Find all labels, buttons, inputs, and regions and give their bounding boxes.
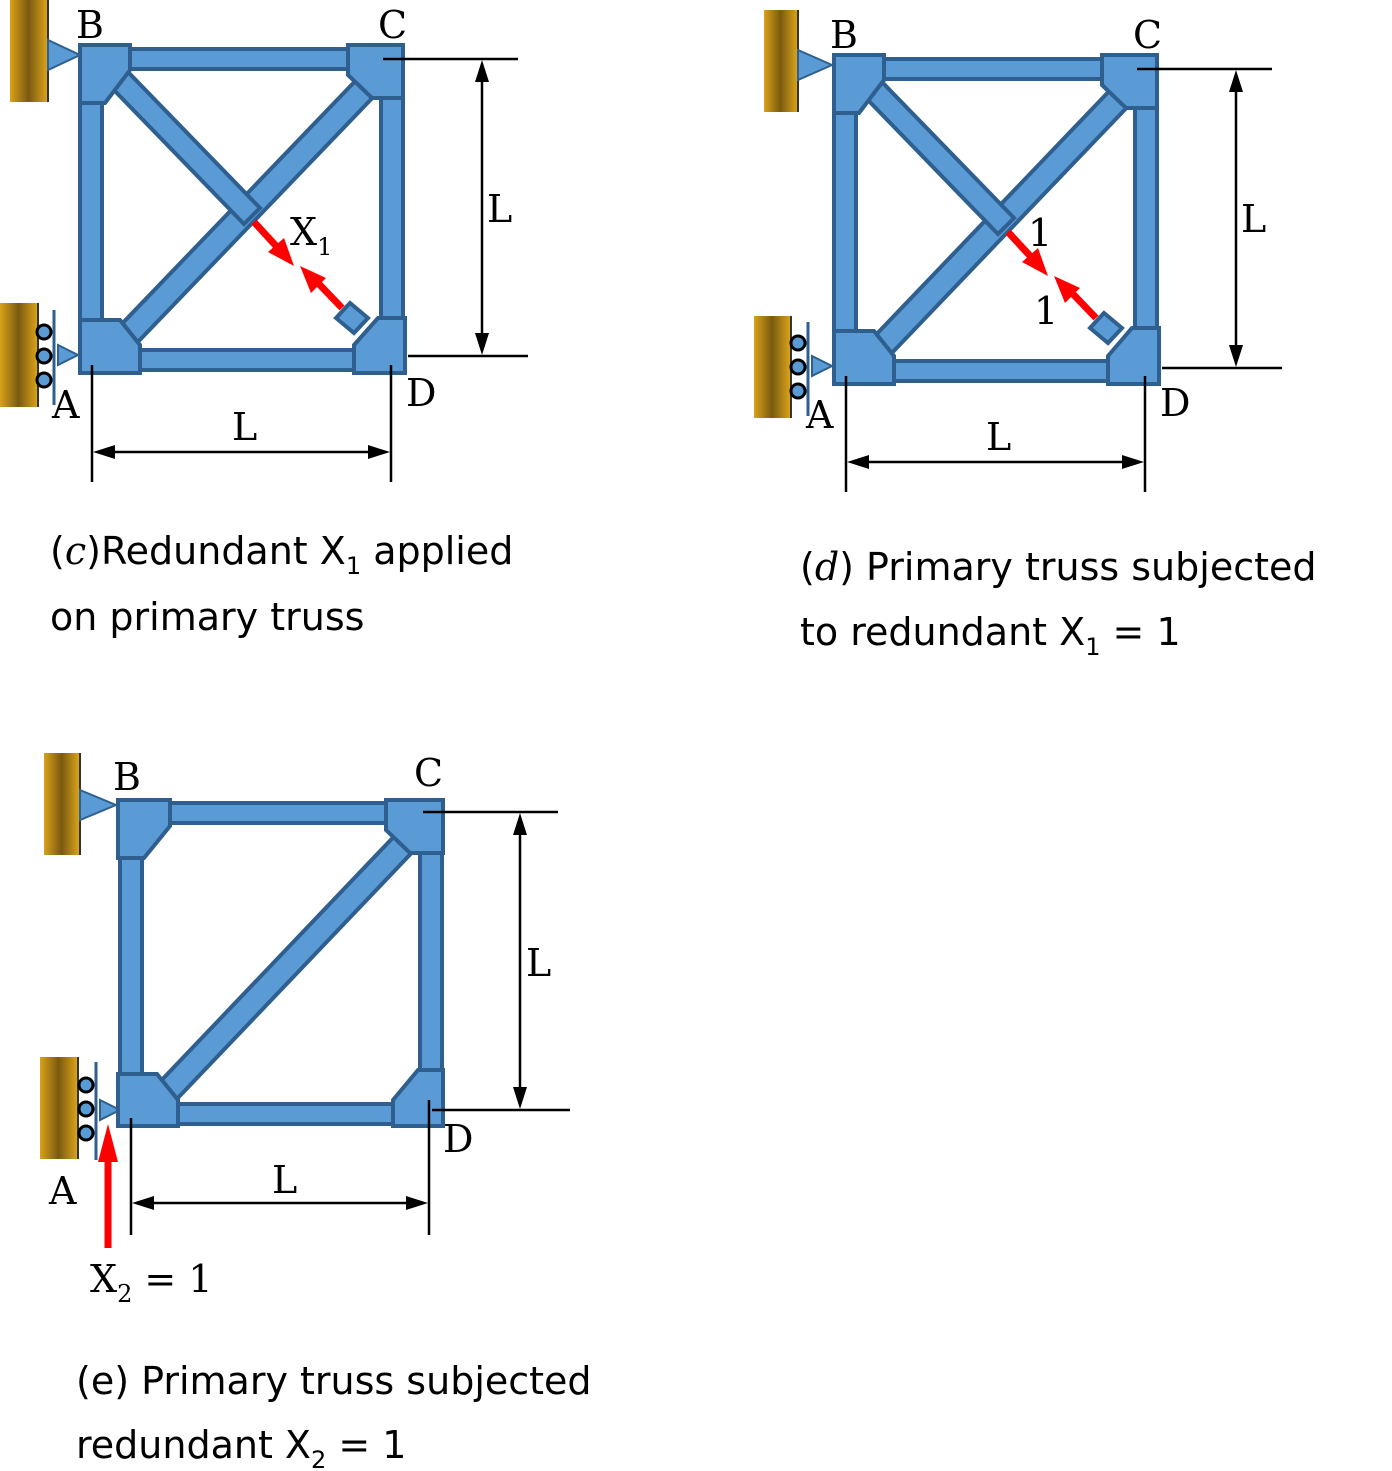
- caption-e-line2: redundant X2 = 1: [76, 1423, 406, 1471]
- node-label-c-d: C: [1133, 13, 1162, 57]
- roller-support-a-d: [754, 316, 835, 418]
- node-label-a-e: A: [48, 1169, 77, 1213]
- force-arrows-x1-c: [251, 219, 345, 311]
- node-label-b: B: [76, 3, 104, 47]
- node-label-a-d: A: [805, 393, 834, 437]
- caption-c-line2: on primary truss: [50, 595, 364, 639]
- force-arrow-x2-e: [98, 1124, 118, 1248]
- panel-e: X2 = 1 L L B C A D (e) Primary truss sub…: [40, 751, 592, 1471]
- node-label-a: A: [51, 383, 80, 427]
- panel-d: 1 1 L L B C A D (d) Primary truss subjec…: [754, 10, 1317, 661]
- node-label-d-d: D: [1160, 381, 1190, 425]
- gusset-plates-c: [78, 43, 407, 375]
- node-label-d-e: D: [443, 1117, 473, 1161]
- force-label-bottom-d: 1: [1034, 289, 1058, 333]
- dimension-horizontal-e: [129, 1100, 431, 1235]
- pin-support-b: [10, 0, 83, 102]
- label-l-vertical-c: L: [487, 187, 512, 231]
- pin-support-b-d: [764, 10, 835, 112]
- roller-support-a-e: [40, 1057, 123, 1160]
- force-label-x2: X2 = 1: [90, 1257, 213, 1308]
- node-label-d: D: [406, 371, 436, 415]
- truss-members-c: [78, 47, 405, 372]
- node-label-b-d: B: [830, 13, 858, 57]
- dimension-horizontal-c: [90, 365, 393, 482]
- dimension-vertical-e: [423, 810, 570, 1112]
- truss-members-d: [832, 57, 1159, 383]
- force-label-top-d: 1: [1028, 211, 1052, 255]
- node-label-c: C: [378, 3, 407, 47]
- label-l-horizontal-c: L: [232, 405, 257, 449]
- caption-c-line1: (c)Redundant X1 applied: [50, 529, 513, 580]
- label-l-horizontal-e: L: [272, 1158, 297, 1202]
- truss-members-e: [118, 801, 444, 1126]
- caption-d-line2: to redundant X1 = 1: [800, 610, 1181, 661]
- dimension-vertical-c: [383, 57, 528, 358]
- label-l-vertical-d: L: [1241, 197, 1266, 241]
- label-l-vertical-e: L: [526, 941, 551, 985]
- caption-d-line1: (d) Primary truss subjected: [800, 545, 1317, 589]
- roller-support-a: [0, 303, 81, 407]
- dimension-vertical-d: [1137, 67, 1282, 370]
- node-label-c-e: C: [414, 751, 443, 795]
- force-label-x1: X1: [290, 210, 332, 261]
- pin-support-b-e: [44, 753, 119, 855]
- caption-e-line1: (e) Primary truss subjected: [76, 1359, 592, 1403]
- node-label-b-e: B: [113, 755, 141, 799]
- panel-c: X1 L L B C A D (c)Redundant X1 applied o…: [0, 0, 528, 639]
- label-l-horizontal-d: L: [986, 415, 1011, 459]
- dimension-horizontal-d: [844, 376, 1147, 492]
- force-arrows-unit-d: [1005, 229, 1099, 321]
